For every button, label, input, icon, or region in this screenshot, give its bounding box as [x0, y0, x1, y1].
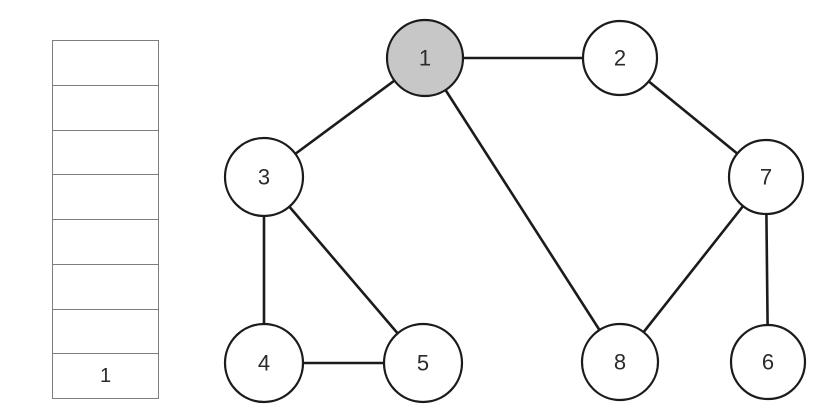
- graph-node-circle-1: [385, 18, 465, 98]
- graph-node-circle-4: [223, 322, 305, 404]
- stack-cell-2: [53, 310, 158, 355]
- stack-cell-6: [53, 131, 158, 176]
- graph-node-circle-5: [382, 322, 464, 404]
- graph-node-circle-3: [223, 136, 305, 218]
- stack-cell-8: [53, 41, 158, 86]
- graph-node-label-6: 6: [762, 350, 774, 375]
- graph-node-label-4: 4: [258, 351, 270, 376]
- graph-node-3: 3: [223, 136, 305, 218]
- graph-node-4: 4: [223, 322, 305, 404]
- graph-node-6: 6: [729, 323, 807, 401]
- stack: 1: [52, 40, 159, 399]
- stack-cell-5: [53, 175, 158, 220]
- graph-edge-7-8: [618, 176, 768, 363]
- graph-edge-3-5: [263, 176, 424, 364]
- graph-node-7: 7: [727, 138, 805, 216]
- graph-node-5: 5: [382, 322, 464, 404]
- stack-cell-7: [53, 86, 158, 131]
- graph-node-label-3: 3: [258, 165, 270, 190]
- stack-cell-1: 1: [99, 364, 112, 387]
- graph-node-label-7: 7: [760, 165, 772, 190]
- graph-node-label-2: 2: [614, 46, 626, 71]
- graph-node-1-highlighted: 1: [385, 18, 465, 98]
- stack-cell-3: [53, 265, 158, 310]
- graph-node-label-5: 5: [417, 351, 429, 376]
- graph-node-circle-6: [729, 323, 807, 401]
- graph-node-circle-2: [581, 19, 659, 97]
- graph-node-label-1: 1: [419, 46, 431, 71]
- graph-edge-1-8: [423, 57, 622, 363]
- graph-node-circle-8: [580, 322, 660, 402]
- stack-cell-4: [53, 220, 158, 265]
- graph-node-label-8: 8: [614, 350, 626, 375]
- graph-node-8: 8: [580, 322, 660, 402]
- graph-node-2: 2: [581, 19, 659, 97]
- graph-node-circle-7: [727, 138, 805, 216]
